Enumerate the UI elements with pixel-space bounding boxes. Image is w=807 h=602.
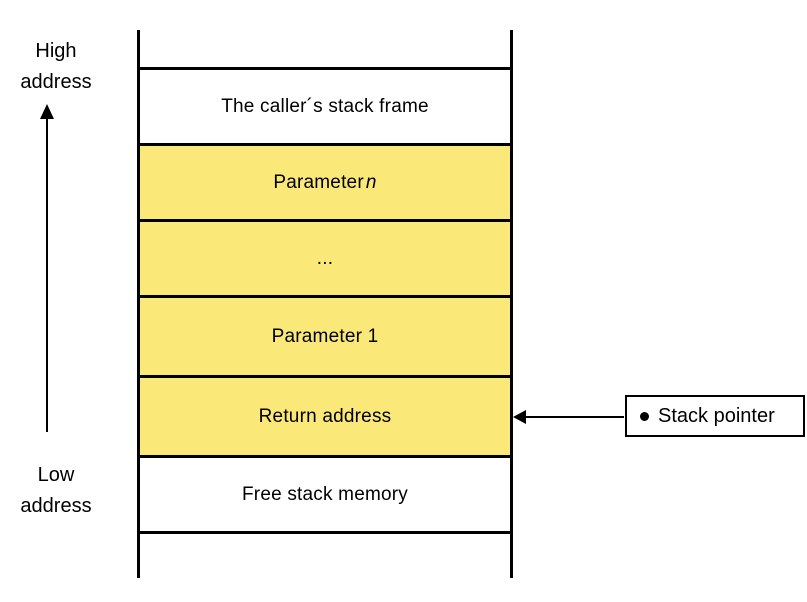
- stack-cell-parameter-1: Parameter 1: [140, 298, 510, 378]
- stack-cell-label: Parameter: [273, 171, 364, 193]
- stack-pointer-arrow: [524, 416, 624, 418]
- stack-cell-label: Parameter 1: [271, 325, 379, 347]
- bullet-icon: [640, 411, 649, 421]
- stack-cell-label: ...: [316, 247, 334, 269]
- stack-cell-label: Free stack memory: [242, 483, 408, 505]
- arrow-left-icon: [513, 410, 526, 424]
- arrow-up-icon: [40, 104, 54, 119]
- stack-cell-return-address: Return address: [140, 378, 510, 458]
- stack-cell-parameter-n: Parameter n: [140, 146, 510, 222]
- stack-cells: The caller´s stack frame Parameter n ...…: [140, 67, 510, 534]
- stack-cell-label-italic: n: [365, 171, 377, 193]
- stack-cell-label: Return address: [258, 405, 392, 427]
- stack-cell-caller-frame: The caller´s stack frame: [140, 70, 510, 146]
- stack-pointer-label: Stack pointer: [658, 404, 775, 427]
- low-address-label: Low address: [20, 464, 92, 517]
- stack-rail-left: [137, 30, 140, 578]
- high-address-label: High address: [20, 40, 92, 93]
- stack-rail-right: [510, 30, 513, 578]
- address-direction-arrow: [46, 118, 48, 432]
- stack-pointer-box: Stack pointer: [625, 395, 805, 437]
- stack-cell-free-memory: Free stack memory: [140, 458, 510, 534]
- stack-cell-ellipsis: ...: [140, 222, 510, 298]
- stack-cell-label: The caller´s stack frame: [221, 95, 429, 117]
